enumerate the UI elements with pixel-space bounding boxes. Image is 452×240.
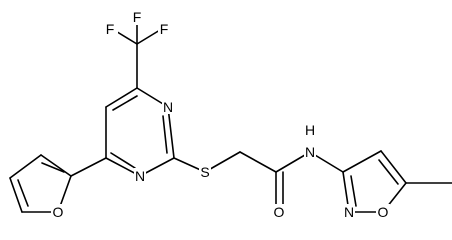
- atom-o-isoxazole: O: [378, 204, 389, 220]
- atom-labels: F F F N N O S N H O N O: [51, 9, 390, 220]
- bond-isox-n-c3-inner: [350, 175, 357, 207]
- chemical-structure-diagram: F F F N N O S N H O N O: [9, 9, 452, 220]
- atom-n3-pyrimidine: N: [135, 168, 145, 184]
- bond-isox-c4-c5-inner: [378, 159, 399, 185]
- bond-isox-c3-c4: [342, 150, 382, 173]
- atom-n-amide: N: [305, 144, 315, 160]
- bond-furan-c4-c5-inner: [17, 179, 29, 207]
- bond-ch2-co: [239, 151, 277, 173]
- bond-c4-furan: [70, 157, 107, 177]
- bond-n1-c2: [167, 106, 175, 159]
- bond-furan-c4-c5: [9, 177, 23, 213]
- bond-n1-c2-inner: [162, 115, 168, 154]
- atom-h-amide: H: [305, 122, 315, 138]
- atom-n1-pyrimidine: N: [163, 99, 173, 115]
- bond-c5-c6-inner: [112, 95, 138, 111]
- bond-isox-c4-c5: [380, 150, 407, 184]
- atom-o-carbonyl: O: [274, 204, 285, 220]
- atom-f-left: F: [106, 21, 115, 37]
- bonds: [9, 23, 452, 213]
- atom-o-furan: O: [53, 204, 64, 220]
- bond-c-f3: [136, 29, 161, 45]
- atom-f-top: F: [133, 9, 142, 25]
- bond-furan-c2-c3: [40, 154, 72, 177]
- bond-furan-c3-c4: [9, 154, 42, 179]
- bond-c5-c6: [105, 87, 138, 108]
- atom-s-thioether: S: [200, 164, 209, 180]
- bond-furan-c2-c3-inner: [41, 162, 65, 173]
- bond-n3-c4-inner: [110, 152, 136, 169]
- atom-n-isoxazole: N: [344, 204, 354, 220]
- atom-f-right: F: [160, 21, 169, 37]
